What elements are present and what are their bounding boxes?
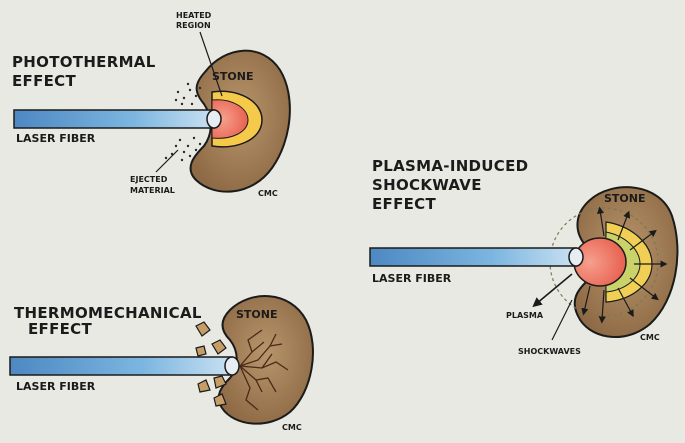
plasma-laser-fiber xyxy=(369,247,577,267)
stone-fractures xyxy=(239,329,289,411)
thermomechanical-fiber-label: LASER FIBER xyxy=(16,380,96,393)
plasma-fiber-label: LASER FIBER xyxy=(372,272,452,285)
shockwave-arrows xyxy=(581,206,668,324)
photothermal-signature: CMC xyxy=(258,189,278,198)
thermomechanical-fiber-tip xyxy=(224,356,240,376)
photothermal-fiber-label: LASER FIBER xyxy=(16,132,96,145)
heated-region-label-line2: REGION xyxy=(176,21,211,30)
plasma-panel: PLASMA-INDUCED SHOCKWAVE EFFECT STONE LA… xyxy=(369,157,679,356)
thermomechanical-panel: THERMOMECHANICAL EFFECT STONE xyxy=(9,295,314,432)
plasma-pointer xyxy=(532,273,573,308)
thermomechanical-title-line2: EFFECT xyxy=(28,320,92,338)
plasma-title-line2: SHOCKWAVE xyxy=(372,176,482,194)
photothermal-stone-label: STONE xyxy=(212,70,254,83)
plasma-signature: CMC xyxy=(640,333,660,342)
ejected-material-pointer xyxy=(155,149,179,173)
photothermal-laser-fiber xyxy=(13,109,215,129)
heated-region-label-line1: HEATED xyxy=(176,11,212,20)
ejected-material-label-line2: MATERIAL xyxy=(130,186,175,195)
photothermal-title-line2: EFFECT xyxy=(12,72,76,90)
ejected-material-label-line1: EJECTED xyxy=(130,175,168,184)
shockwaves-pointer xyxy=(551,299,573,341)
plasma-fiber-tip xyxy=(568,247,584,267)
thermomechanical-stone xyxy=(217,295,314,425)
photothermal-heat-core xyxy=(211,99,249,139)
heated-region-pointer xyxy=(199,31,223,97)
plasma-label: PLASMA xyxy=(506,311,544,320)
photothermal-panel: PHOTOTHERMAL EFFECT HEATED REGION STONE … xyxy=(12,11,291,198)
plasma-stone-label: STONE xyxy=(604,192,646,205)
photothermal-fiber-tip xyxy=(206,109,222,129)
plasma-title-line3: EFFECT xyxy=(372,195,436,213)
thermomechanical-signature: CMC xyxy=(282,423,302,432)
stone-fragments xyxy=(195,321,227,407)
thermomechanical-title-line1: THERMOMECHANICAL xyxy=(14,304,202,322)
photothermal-title-line1: PHOTOTHERMAL xyxy=(12,53,156,71)
thermomechanical-stone-label: STONE xyxy=(236,308,278,321)
thermomechanical-laser-fiber xyxy=(9,356,233,376)
shockwaves-label: SHOCKWAVES xyxy=(518,347,581,356)
plasma-title-line1: PLASMA-INDUCED xyxy=(372,157,528,175)
